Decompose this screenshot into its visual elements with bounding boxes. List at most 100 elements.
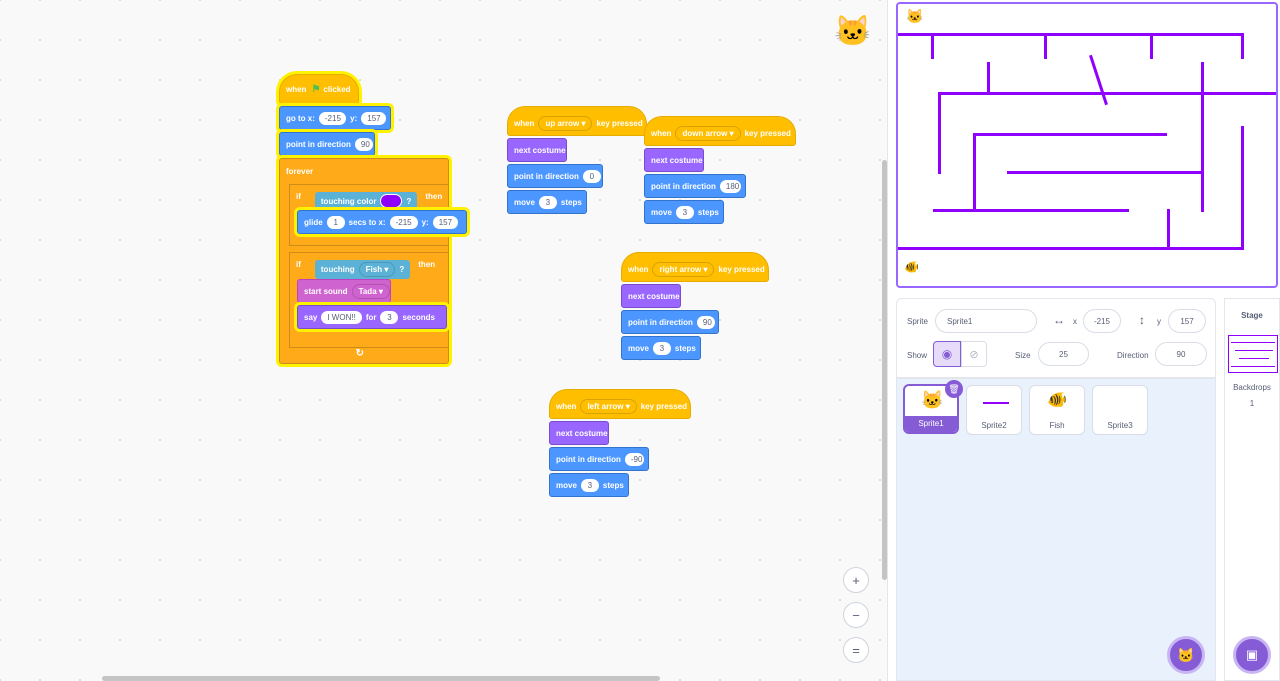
touching-color-condition[interactable]: touching color ? (314, 192, 418, 210)
move-steps-block[interactable]: move 3 steps (621, 336, 701, 360)
say-for-secs-block[interactable]: say I WON!! for 3 seconds (297, 305, 447, 329)
dropdown-value: up arrow (545, 118, 580, 128)
block-text: point in direction (651, 181, 716, 191)
y-label: y (1157, 317, 1161, 326)
code-workspace[interactable]: 🐱 when ⚑ clicked go to x: -215 y: 157 po… (0, 0, 888, 681)
green-flag-icon: ⚑ (311, 83, 321, 95)
block-text: ? (399, 265, 405, 274)
sprite-tile-sprite3[interactable]: Sprite3 (1092, 385, 1148, 435)
maze-wall (1007, 171, 1201, 174)
sprite-tile-label: Sprite1 (905, 416, 957, 432)
x-input[interactable]: -215 (389, 215, 418, 229)
block-text: next costume (556, 428, 608, 438)
zoom-in-button[interactable]: + (843, 567, 869, 593)
maze-thumbnail-line (1231, 342, 1275, 343)
key-dropdown[interactable]: right arrow ▾ (652, 261, 715, 277)
secs-input[interactable]: 3 (380, 310, 399, 324)
key-dropdown[interactable]: down arrow ▾ (675, 125, 741, 141)
point-in-direction-block[interactable]: point in direction 180 (644, 174, 746, 198)
point-in-direction-block[interactable]: point in direction 90 (279, 132, 375, 156)
block-text: point in direction (286, 139, 351, 149)
move-steps-block[interactable]: move 3 steps (549, 473, 629, 497)
maze-wall (938, 92, 1276, 95)
say-text-input[interactable]: I WON!! (321, 310, 362, 324)
x-field[interactable]: -215 (1083, 309, 1121, 333)
show-hidden-button[interactable]: ⊘ (961, 341, 987, 367)
stage-canvas[interactable]: 🐱 🐠 (896, 2, 1278, 288)
maze-wall (898, 33, 1244, 36)
key-dropdown[interactable]: up arrow ▾ (538, 115, 593, 131)
zoom-reset-button[interactable]: = (843, 637, 869, 663)
direction-input[interactable]: 90 (696, 315, 715, 329)
block-text: touching color (320, 196, 377, 206)
choose-sprite-button[interactable]: 🐱 (1167, 636, 1205, 674)
maze-wall (973, 133, 1167, 136)
touching-condition[interactable]: touching Fish ▾ ? (314, 260, 411, 279)
point-in-direction-block[interactable]: point in direction -90 (549, 447, 649, 471)
steps-input[interactable]: 3 (675, 205, 694, 219)
secs-input[interactable]: 1 (326, 215, 345, 229)
next-costume-block[interactable]: next costume (621, 284, 681, 308)
zoom-out-icon: − (852, 607, 860, 623)
x-input[interactable]: -215 (318, 111, 347, 125)
sprite-name-label: Sprite (907, 317, 928, 326)
block-text: steps (602, 480, 624, 490)
cat-icon: 🐱 (921, 390, 944, 410)
block-text: next costume (651, 155, 703, 165)
point-in-direction-block[interactable]: point in direction 90 (621, 310, 719, 334)
direction-input[interactable]: 90 (354, 137, 373, 151)
vertical-scrollbar[interactable] (882, 160, 887, 580)
show-visible-button[interactable]: ◉ (933, 341, 961, 367)
move-steps-block[interactable]: move 3 steps (644, 200, 724, 224)
stage-selector-panel[interactable]: Stage Backdrops 1 ▣ (1224, 298, 1280, 681)
direction-field[interactable]: 90 (1155, 342, 1207, 366)
block-text: key pressed (718, 264, 765, 274)
y-input[interactable]: 157 (361, 111, 386, 125)
direction-input[interactable]: 180 (719, 179, 741, 193)
sprite-tile-sprite2[interactable]: Sprite2 (966, 385, 1022, 435)
sprite-name-field[interactable]: Sprite1 (935, 309, 1037, 333)
color-swatch[interactable] (380, 194, 403, 208)
next-costume-block[interactable]: next costume (507, 138, 567, 162)
steps-input[interactable]: 3 (538, 195, 557, 209)
horizontal-scrollbar[interactable] (102, 676, 660, 681)
if-touching-fish-block[interactable]: if touching Fish ▾ ? then (289, 252, 449, 348)
when-down-arrow-block[interactable]: when down arrow ▾ key pressed (644, 116, 796, 146)
image-add-icon: ▣ (1245, 647, 1259, 662)
maze-wall (938, 92, 941, 174)
steps-input[interactable]: 3 (580, 478, 599, 492)
choose-backdrop-button[interactable]: ▣ (1233, 636, 1271, 674)
sprite-tile-fish[interactable]: 🐠 Fish (1029, 385, 1085, 435)
zoom-out-button[interactable]: − (843, 602, 869, 628)
sound-dropdown[interactable]: Tada ▾ (351, 283, 390, 299)
key-dropdown[interactable]: left arrow ▾ (580, 398, 637, 414)
glide-to-xy-block[interactable]: glide 1 secs to x: -215 y: 157 (297, 210, 467, 234)
direction-input[interactable]: 0 (582, 169, 601, 183)
start-sound-block[interactable]: start sound Tada ▾ (297, 279, 391, 303)
zoom-reset-icon: = (852, 642, 860, 658)
when-left-arrow-block[interactable]: when left arrow ▾ key pressed (549, 389, 691, 419)
y-field[interactable]: 157 (1168, 309, 1206, 333)
maze-wall (1044, 33, 1047, 59)
steps-input[interactable]: 3 (652, 341, 671, 355)
block-text: move (514, 197, 535, 207)
when-flag-clicked-block[interactable]: when ⚑ clicked (279, 74, 359, 104)
move-steps-block[interactable]: move 3 steps (507, 190, 587, 214)
fish-sprite[interactable]: 🐠 (904, 260, 919, 274)
next-costume-block[interactable]: next costume (644, 148, 704, 172)
y-input[interactable]: 157 (432, 215, 459, 229)
block-text: seconds (402, 312, 435, 322)
delete-sprite-button[interactable]: 🗑 (945, 380, 963, 398)
backdrop-thumbnail[interactable] (1228, 335, 1278, 373)
go-to-xy-block[interactable]: go to x: -215 y: 157 (279, 106, 391, 130)
when-right-arrow-block[interactable]: when right arrow ▾ key pressed (621, 252, 769, 282)
point-in-direction-block[interactable]: point in direction 0 (507, 164, 603, 188)
cat-sprite[interactable]: 🐱 (906, 8, 924, 24)
when-up-arrow-block[interactable]: when up arrow ▾ key pressed (507, 106, 647, 136)
block-text: key pressed (640, 401, 687, 411)
touching-target-dropdown[interactable]: Fish ▾ (358, 262, 396, 277)
sprite-tile-sprite1[interactable]: 🐱 Sprite1 🗑 (903, 380, 963, 434)
direction-input[interactable]: -90 (624, 452, 644, 466)
next-costume-block[interactable]: next costume (549, 421, 609, 445)
size-field[interactable]: 25 (1038, 342, 1089, 366)
